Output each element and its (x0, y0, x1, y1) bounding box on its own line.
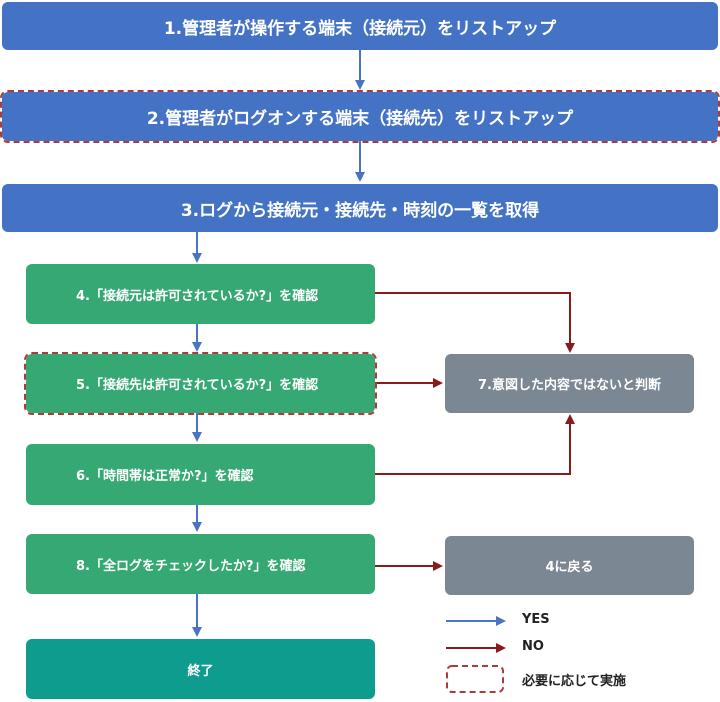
step-1-box: 1.管理者が操作する端末（接続元）をリストアップ (2, 2, 718, 50)
step-4-label: 4.「接続元は許可されているか?」を確認 (76, 288, 319, 304)
step-8-box: 8.「全ログをチェックしたか?」を確認 (26, 534, 375, 594)
step-6-label: 6.「時間帯は正常か?」を確認 (76, 469, 254, 484)
step-2-label: 2.管理者がログオンする端末（接続先）をリストアップ (146, 109, 574, 129)
no-arrow-6-7 (375, 414, 575, 475)
no-arrow-4-7 (375, 292, 575, 353)
step-5-box: 5.「接続先は許可されているか?」を確認 (24, 352, 377, 415)
back-to-4-box: 4に戻る (445, 536, 694, 595)
step-1-label: 1.管理者が操作する端末（接続元）をリストアップ (163, 18, 557, 39)
step-2-box: 2.管理者がログオンする端末（接続先）をリストアップ (0, 90, 720, 143)
step-5-label: 5.「接続先は許可されているか?」を確認 (76, 378, 319, 393)
end-label: 終了 (187, 663, 214, 679)
legend-no-label: NO (522, 639, 544, 654)
step-7-box: 7.意図した内容ではないと判断 (445, 354, 694, 413)
legend-optional-label: 必要に応じて実施 (522, 674, 627, 689)
step-8-label: 8.「全ログをチェックしたか?」を確認 (76, 558, 306, 574)
legend-optional-swatch (446, 665, 504, 693)
step-6-box: 6.「時間帯は正常か?」を確認 (26, 444, 375, 505)
back-to-4-label: 4に戻る (545, 560, 594, 575)
step-4-box: 4.「接続元は許可されているか?」を確認 (26, 264, 375, 324)
legend-yes-label: YES (522, 612, 550, 627)
end-box: 終了 (26, 639, 375, 699)
step-7-label: 7.意図した内容ではないと判断 (478, 378, 661, 393)
step-3-label: 3.ログから接続元・接続先・時刻の一覧を取得 (180, 200, 540, 221)
step-3-box: 3.ログから接続元・接続先・時刻の一覧を取得 (2, 184, 718, 232)
